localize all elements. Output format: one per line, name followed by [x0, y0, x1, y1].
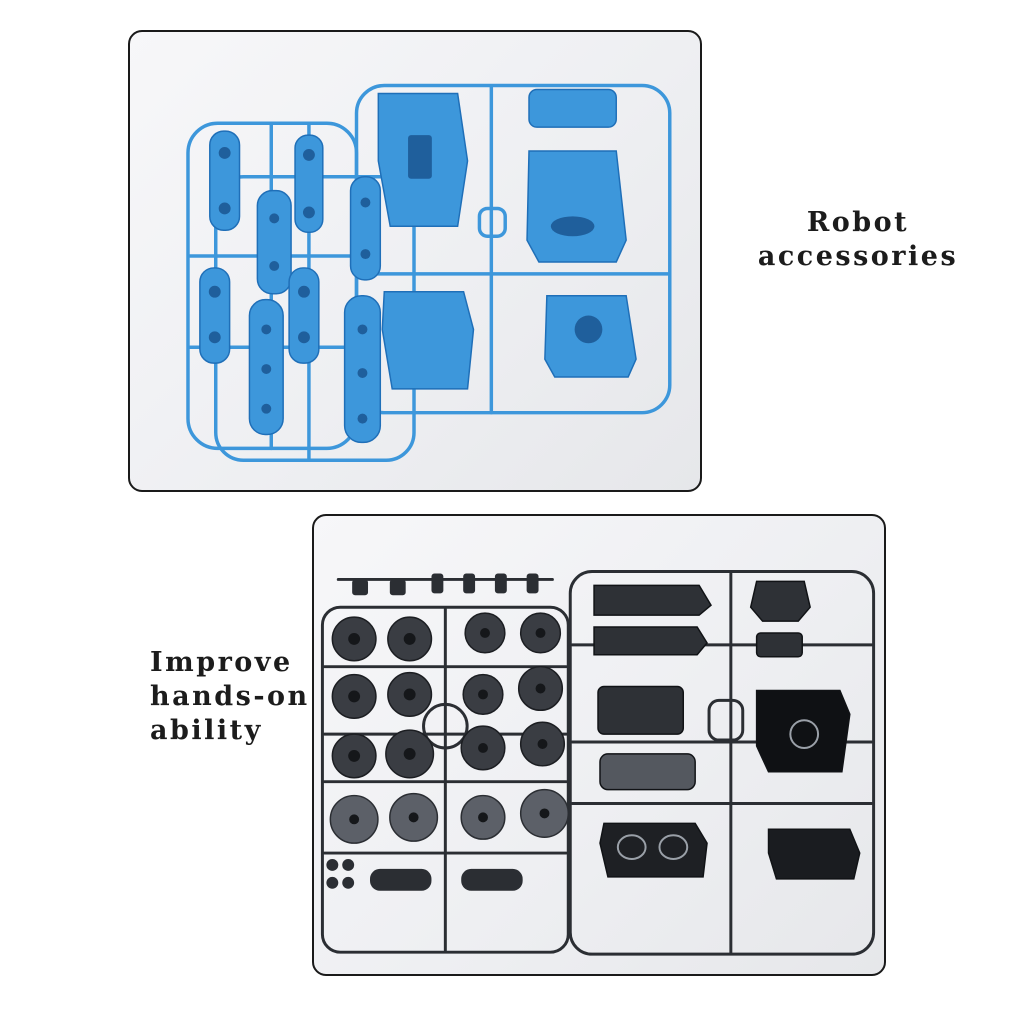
black-parts-sprue-illustration: [320, 570, 876, 956]
caption-line: hands-on: [150, 681, 310, 712]
long-bracket: [593, 584, 712, 616]
black-parts-photo-panel: [312, 514, 886, 976]
small-bracket: [755, 632, 803, 658]
right-sprue-frame: [568, 570, 876, 956]
long-bracket: [593, 626, 708, 656]
caption-line: accessories: [757, 241, 959, 272]
left-sprue-frame: [320, 605, 570, 954]
flat-cover: [599, 753, 696, 791]
link-bar: [288, 267, 320, 364]
battery-box: [597, 685, 685, 735]
hands-on-ability-caption: Improve hands-on ability: [150, 646, 320, 748]
base-bracket: [381, 290, 475, 390]
eye-plate: [599, 822, 708, 878]
head-shell: [526, 150, 627, 263]
caption-line: Improve: [150, 647, 293, 678]
link-bar: [349, 175, 382, 281]
link-bar: [209, 130, 241, 232]
link-bar: [294, 134, 324, 233]
motor-housing: [755, 689, 851, 773]
blue-parts-photo-panel: [128, 30, 702, 492]
track-piece: [370, 868, 432, 891]
eye-frame: [749, 580, 811, 622]
link-bar: [256, 189, 292, 295]
robot-accessories-caption: Robot accessories: [708, 206, 1008, 274]
track-piece: [461, 868, 523, 891]
head-top-part: [528, 88, 617, 128]
caption-line: ability: [150, 715, 263, 746]
link-bar: [199, 267, 231, 364]
blue-parts-sprue-illustration: [186, 83, 672, 462]
caption-line: Robot: [806, 207, 910, 238]
battery-cover: [767, 828, 861, 880]
